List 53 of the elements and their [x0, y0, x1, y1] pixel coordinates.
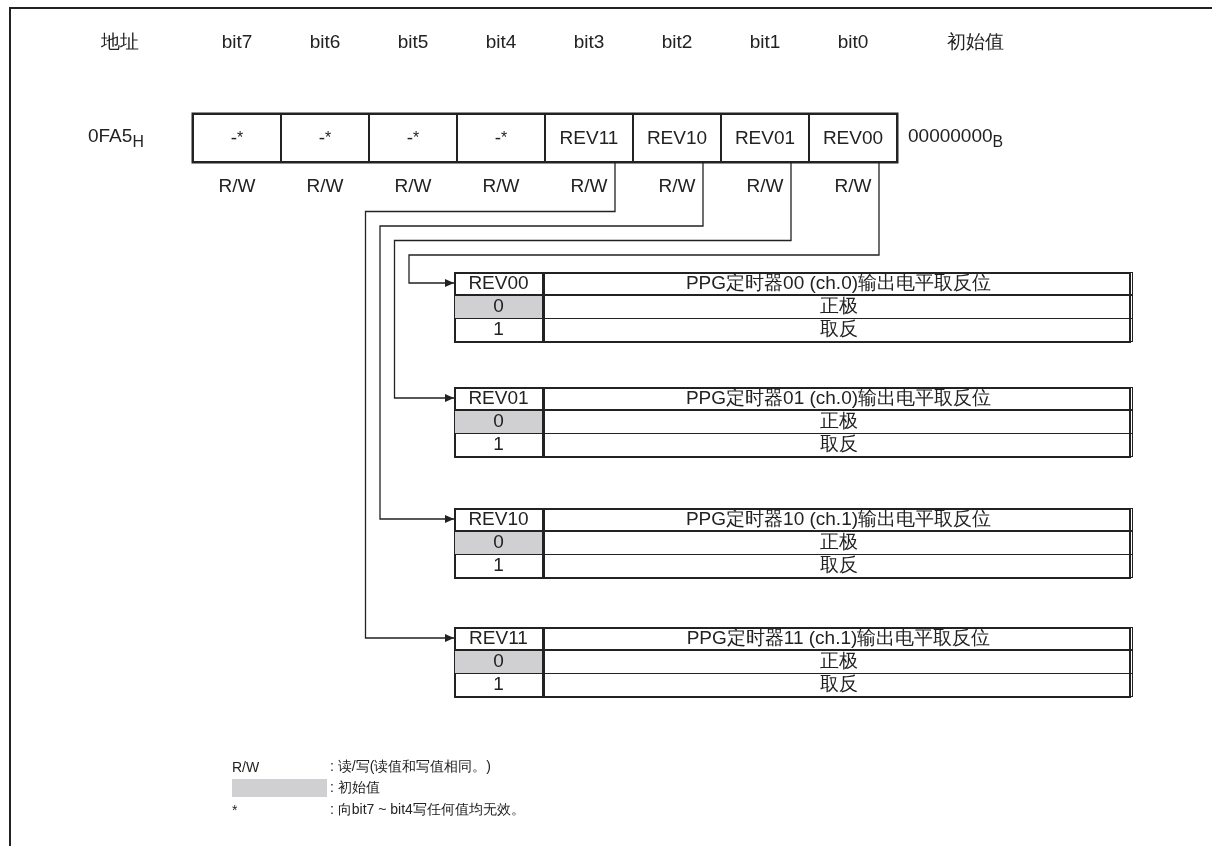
- access-label: R/W: [394, 175, 432, 197]
- bit-number: bit5: [397, 31, 429, 53]
- legend-text: : 初始值: [330, 779, 380, 797]
- bit-table: [454, 387, 1131, 458]
- bit-number: bit7: [221, 31, 253, 53]
- register-bit-cell: REV00: [809, 114, 897, 162]
- access-label: R/W: [834, 175, 872, 197]
- bit-number: bit0: [837, 31, 869, 53]
- bit-table: [454, 272, 1131, 343]
- meaning-cell: 正极: [544, 650, 1133, 674]
- value-cell: 0: [454, 650, 544, 674]
- address-label: 0FA5$_{H}$: [88, 125, 144, 151]
- bit-table: [454, 508, 1131, 579]
- meaning-cell: 取反: [544, 433, 1133, 457]
- description-cell: PPG定时器01 (ch.0)输出电平取反位: [544, 387, 1133, 411]
- meaning-cell: 正极: [544, 410, 1133, 434]
- arrow: [408, 161, 880, 287]
- field-header: 初始值: [946, 30, 1004, 54]
- meaning-cell: 取反: [544, 318, 1133, 342]
- bit-number: bit3: [573, 31, 605, 53]
- register-bit-cell: REV10: [633, 114, 721, 162]
- access-label: R/W: [658, 175, 696, 197]
- access-label: R/W: [306, 175, 344, 197]
- value-cell: 0: [454, 531, 544, 555]
- meaning-cell: 正极: [544, 295, 1133, 319]
- arrow: [393, 161, 792, 402]
- legend-text: : 读/写(读值和写值相同。): [330, 758, 491, 776]
- value-cell: 0: [454, 410, 544, 434]
- access-label: R/W: [570, 175, 608, 197]
- description-cell: PPG定时器00 (ch.0)输出电平取反位: [544, 272, 1133, 296]
- legend-key: R/W: [232, 759, 260, 775]
- value-cell: 0: [454, 295, 544, 319]
- bit-number: bit2: [661, 31, 693, 53]
- register-bit-cell: REV01: [721, 114, 809, 162]
- description-cell: PPG定时器10 (ch.1)输出电平取反位: [544, 508, 1133, 532]
- legend-text: : 向bit7 ~ bit4写任何值均无效。: [330, 801, 525, 819]
- field-header: 地址: [101, 30, 139, 54]
- description-cell: PPG定时器11 (ch.1)输出电平取反位: [544, 627, 1133, 651]
- meaning-cell: 取反: [544, 673, 1133, 697]
- register-bit-cell: REV11: [545, 114, 633, 162]
- legend-key: *: [232, 802, 238, 818]
- bit-table: [454, 627, 1131, 698]
- arrow: [364, 161, 616, 642]
- meaning-cell: 取反: [544, 554, 1133, 578]
- access-label: R/W: [482, 175, 520, 197]
- access-label: R/W: [746, 175, 784, 197]
- bit-number: bit1: [749, 31, 781, 53]
- arrow: [379, 161, 704, 523]
- bit-number: bit4: [485, 31, 517, 53]
- bit-number: bit6: [309, 31, 341, 53]
- meaning-cell: 正极: [544, 531, 1133, 555]
- initial-value-label: 00000000$_{B}$: [908, 125, 1004, 151]
- access-label: R/W: [218, 175, 256, 197]
